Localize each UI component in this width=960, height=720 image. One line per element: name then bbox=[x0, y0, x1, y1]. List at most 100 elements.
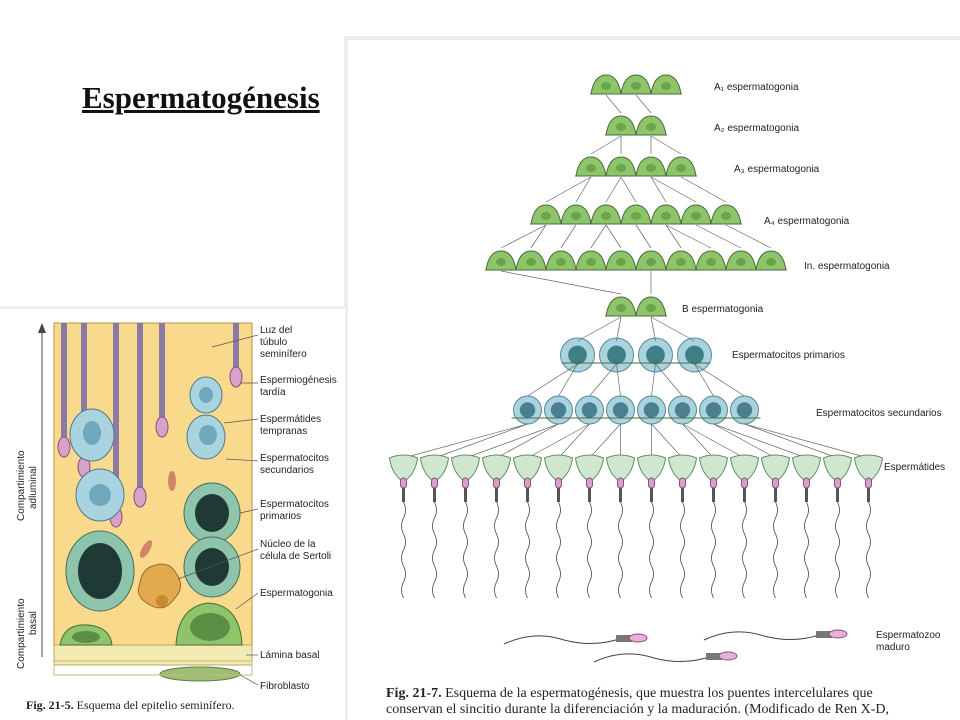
gonium-nucleus-3-5 bbox=[691, 212, 701, 220]
label-primary-spermatocytes-1: Espermatocitos bbox=[260, 499, 329, 510]
branch-3-3 bbox=[590, 224, 607, 249]
spermatid-midpiece-2 bbox=[464, 488, 467, 502]
spermatid-midpiece-10 bbox=[712, 488, 715, 502]
spermatid-midpiece-11 bbox=[743, 488, 746, 502]
spermatogonium-2-nucleus bbox=[72, 631, 100, 643]
branch-3-1 bbox=[530, 224, 547, 249]
spermatozoon-3-midpiece bbox=[816, 631, 832, 638]
spermatid-12 bbox=[760, 454, 791, 483]
spermatid-tail-11 bbox=[742, 501, 747, 599]
spermatid-head-6 bbox=[586, 477, 593, 489]
label-primary-spermatocytes-2: primarios bbox=[260, 511, 301, 522]
spermatocyte-nucleus-7-6 bbox=[705, 402, 722, 418]
spermatid-9 bbox=[667, 454, 698, 483]
spermatozoon-3-head bbox=[828, 629, 848, 639]
gonium-nucleus-4-0 bbox=[496, 258, 506, 266]
spermatid-tail-13 bbox=[804, 501, 809, 599]
spermatozoon-1-midpiece bbox=[616, 635, 632, 642]
figure-left-caption: Fig. 21-5. Esquema del epitelio seminífe… bbox=[26, 698, 346, 713]
leader-line-lumen bbox=[211, 334, 259, 348]
basal-lamina bbox=[53, 644, 253, 666]
stage-label-b: B espermatogonia bbox=[682, 304, 764, 315]
figure-right-caption: Fig. 21-7. Esquema de la espermatogénesi… bbox=[386, 686, 958, 718]
spermatid-tail-3 bbox=[494, 501, 499, 599]
fibroblast-layer bbox=[53, 660, 253, 676]
branch-spermatid-14 bbox=[744, 423, 838, 459]
stage-label-a4: A₄ espermatogonia bbox=[764, 216, 850, 227]
spermatid-midpiece-0 bbox=[402, 488, 405, 502]
spermatid-7 bbox=[605, 454, 636, 483]
sertoli-nucleolus bbox=[156, 595, 168, 607]
stage-label-in: In. espermatogonia bbox=[804, 261, 890, 272]
spermatid-tail-12 bbox=[773, 501, 778, 599]
gonium-nucleus-3-6 bbox=[721, 212, 731, 220]
spermatid-tail-7 bbox=[618, 501, 623, 599]
mature-label-1: Espermatozoo bbox=[876, 630, 941, 641]
spermatozoon-1-head bbox=[628, 633, 648, 643]
spermatid-head-1 bbox=[431, 477, 438, 489]
branch-spermatid-9 bbox=[651, 423, 683, 459]
gonium-nucleus-4-7 bbox=[706, 258, 716, 266]
branch-spermatid-4 bbox=[527, 423, 590, 459]
branch-spermatid-12 bbox=[713, 423, 776, 459]
branch-5-3 bbox=[650, 316, 695, 342]
spermatocyte-nucleus-7-3 bbox=[612, 402, 629, 418]
figure-right-caption-number: Fig. 21-7. bbox=[386, 686, 442, 701]
branch-spermatid-10 bbox=[682, 423, 714, 459]
branch-spermatid-3 bbox=[496, 423, 559, 459]
branch-5-1 bbox=[616, 316, 622, 342]
spermatocyte-nucleus-7-7 bbox=[736, 402, 753, 418]
primary-spermatocyte-2-nucleus bbox=[195, 548, 229, 586]
branch-2-3 bbox=[620, 176, 637, 203]
label-early-spermatids-1: Espermátides bbox=[260, 414, 321, 425]
spermatocyte-nucleus-6-0 bbox=[568, 345, 587, 365]
branch-spermatid-11 bbox=[682, 423, 745, 459]
figure-left-caption-number: Fig. 21-5. bbox=[26, 698, 74, 712]
branch-2-1 bbox=[575, 176, 592, 203]
gonium-nucleus-3-4 bbox=[661, 212, 671, 220]
stage-label-secondary: Espermatocitos secundarios bbox=[816, 408, 942, 419]
spermatocyte-nucleus-7-5 bbox=[674, 402, 691, 418]
spermatid-tail-10 bbox=[711, 501, 716, 599]
branch-spermatid-0 bbox=[403, 423, 528, 459]
spermatid-head-8 bbox=[648, 477, 655, 489]
spermatid-tail-2 bbox=[463, 501, 468, 599]
branch-6-1 bbox=[558, 363, 578, 397]
spermatid-head-0 bbox=[400, 477, 407, 489]
epithelium-diagram: Compartimiento adluminal Compartimiento … bbox=[16, 322, 337, 692]
gonium-nucleus-4-9 bbox=[766, 258, 776, 266]
spermatid-tail-6 bbox=[587, 501, 592, 599]
branch-3-0 bbox=[500, 224, 547, 249]
spermatid-14 bbox=[822, 454, 853, 483]
spermatid-head-7 bbox=[617, 477, 624, 489]
label-early-spermatids-2: tempranas bbox=[260, 426, 307, 437]
leader-line-sertoli-nucleus bbox=[177, 548, 259, 580]
label-sertoli-nucleus-2: célula de Sertoli bbox=[260, 551, 331, 562]
secondary-spermatocyte-nucleus bbox=[89, 484, 111, 506]
gonium-nucleus-3-2 bbox=[601, 212, 611, 220]
branch-6-7 bbox=[694, 363, 745, 397]
spermatozoon-3-tail bbox=[703, 631, 823, 641]
branch-6-4 bbox=[651, 363, 656, 397]
gonium-nucleus-2-0 bbox=[586, 164, 596, 172]
label-late-spermiogenesis-2: tardía bbox=[260, 387, 286, 398]
axis-label-adluminal-1: Compartimiento bbox=[16, 450, 27, 521]
branch-2-5 bbox=[650, 176, 697, 203]
spermatid-midpiece-7 bbox=[619, 488, 622, 502]
spermatid-head-2 bbox=[462, 477, 469, 489]
spermatid-head-4 bbox=[524, 477, 531, 489]
spermatid-head-11 bbox=[741, 477, 748, 489]
spermatid-midpiece-1 bbox=[433, 488, 436, 502]
spermatid-early-2-nucleus bbox=[199, 425, 217, 445]
spermatozoon-2-tail bbox=[593, 653, 713, 663]
gonium-nucleus-3-3 bbox=[631, 212, 641, 220]
figure-right-caption-line2: conservan el sincitio durante la diferen… bbox=[386, 702, 890, 718]
branch-2-0 bbox=[545, 176, 592, 203]
branch-spermatid-1 bbox=[434, 423, 528, 459]
mitochondrion-2 bbox=[139, 540, 153, 558]
branch-6-5 bbox=[655, 363, 683, 397]
sertoli-nucleus bbox=[137, 563, 181, 609]
slide-title: Espermatogénesis bbox=[82, 80, 320, 115]
leader-line-early-spermatids bbox=[223, 418, 259, 424]
branch-0-1 bbox=[635, 94, 652, 114]
